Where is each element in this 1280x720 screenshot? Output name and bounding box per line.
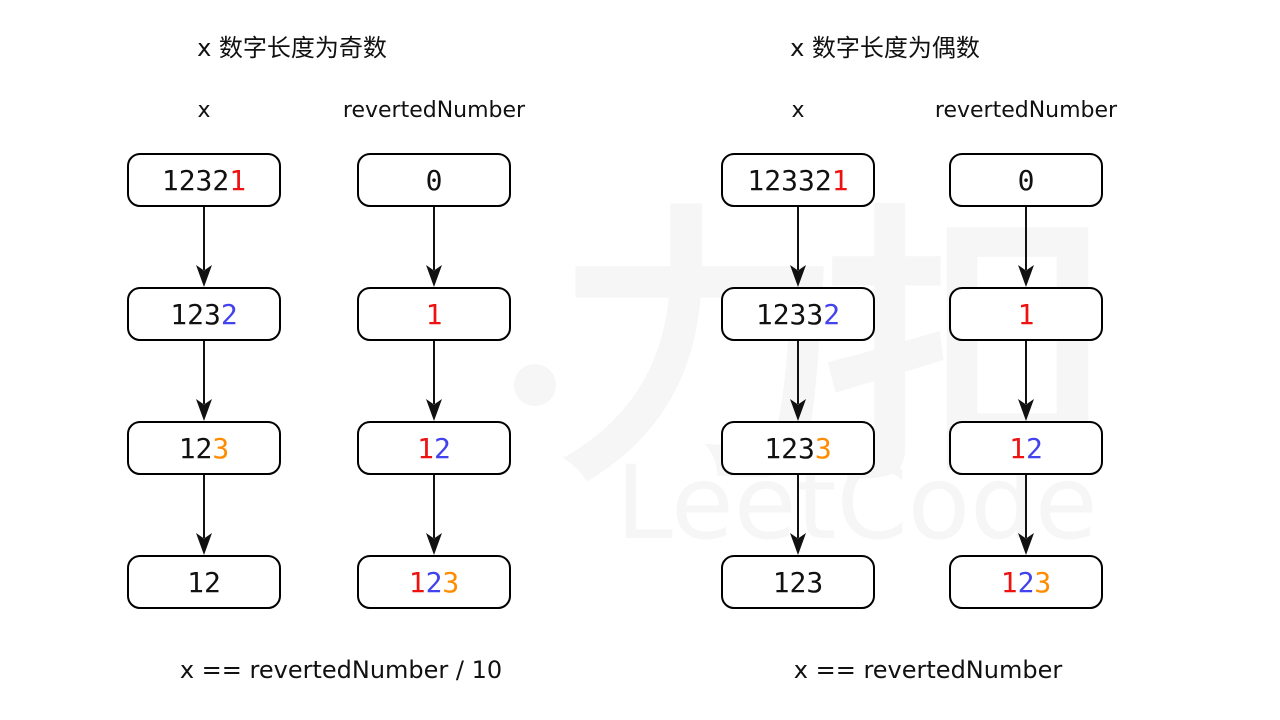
digit-segment: 1 (1000, 565, 1018, 599)
digit-segment: 3 (442, 565, 460, 599)
digit-segment: 1233 (755, 297, 824, 331)
arrow-down-icon (426, 341, 442, 421)
arrow-down (422, 207, 446, 287)
arrow-down-icon (196, 475, 212, 555)
watermark-dot (514, 364, 556, 406)
arrow-down (786, 341, 810, 421)
column-header: x (791, 98, 805, 123)
digit-segment: 2 (434, 431, 451, 465)
arrow-down (786, 475, 810, 555)
panel-title-even: x 数字长度为偶数 (790, 34, 980, 62)
arrow-down (422, 341, 446, 421)
arrow-down-icon (426, 207, 442, 287)
arrow-down (786, 207, 810, 287)
digit-segment: 12 (187, 565, 221, 599)
arrow-down-icon (790, 207, 806, 287)
digit-segment: 3 (1034, 565, 1052, 599)
arrow-down-icon (196, 341, 212, 421)
value-box: 12 (127, 555, 281, 609)
arrow-down (1014, 207, 1038, 287)
digit-segment: 1232 (161, 163, 230, 197)
arrow-down-icon (790, 475, 806, 555)
digit-segment: 12332 (747, 163, 832, 197)
arrow-down-icon (426, 475, 442, 555)
digit-segment: 0 (1017, 163, 1035, 197)
arrow-down-icon (1018, 475, 1034, 555)
value-box: 1 (949, 287, 1103, 341)
digit-segment: 1 (417, 431, 434, 465)
digit-segment: 1 (408, 565, 426, 599)
arrow-down (192, 341, 216, 421)
digit-segment: 2 (1017, 565, 1035, 599)
digit-segment: 2 (425, 565, 443, 599)
value-box: 1 (357, 287, 511, 341)
digit-segment: 123 (772, 565, 824, 599)
digit-segment: 1 (831, 163, 849, 197)
digit-segment: 1 (1017, 297, 1035, 331)
digit-segment: 1 (1009, 431, 1026, 465)
arrow-down (1014, 475, 1038, 555)
digit-segment: 3 (814, 431, 832, 465)
arrow-down (192, 207, 216, 287)
value-box: 123 (721, 555, 875, 609)
digit-segment: 0 (425, 163, 443, 197)
arrow-down (422, 475, 446, 555)
panel-footer-odd: x == revertedNumber / 10 (179, 656, 503, 684)
arrow-down (192, 475, 216, 555)
arrow-down-icon (1018, 341, 1034, 421)
arrow-down (1014, 341, 1038, 421)
value-box: 0 (949, 153, 1103, 207)
column-header: revertedNumber (342, 98, 526, 123)
column-header: revertedNumber (934, 98, 1118, 123)
digit-segment: 123 (764, 431, 815, 465)
digit-segment: 2 (220, 297, 238, 331)
arrow-down-icon (790, 341, 806, 421)
digit-segment: 12 (178, 431, 213, 465)
digit-segment: 2 (1026, 431, 1043, 465)
digit-segment: 123 (170, 297, 221, 331)
panel-footer-even: x == revertedNumber (793, 656, 1063, 684)
digit-segment: 2 (823, 297, 841, 331)
arrow-down-icon (196, 207, 212, 287)
value-box: 0 (357, 153, 511, 207)
arrow-down-icon (1018, 207, 1034, 287)
digit-segment: 1 (425, 297, 443, 331)
digit-segment: 3 (212, 431, 230, 465)
panel-title-odd: x 数字长度为奇数 (197, 34, 387, 62)
digit-segment: 1 (229, 163, 247, 197)
column-header: x (197, 98, 211, 123)
